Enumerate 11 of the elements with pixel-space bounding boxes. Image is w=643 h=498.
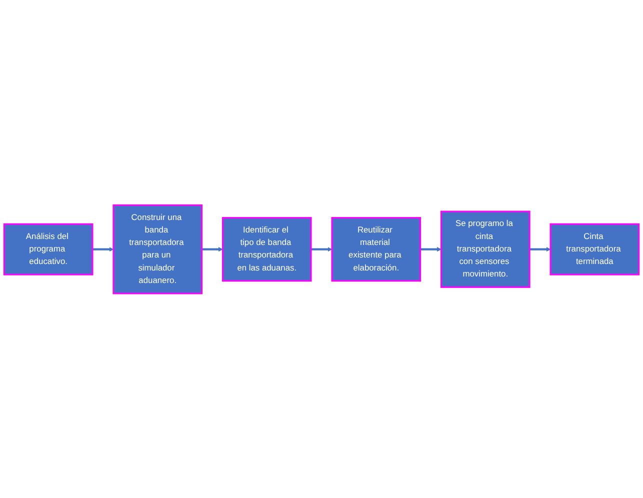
arrow — [311, 246, 332, 252]
node-box: Reutilizar material existente para elaboración. — [331, 216, 422, 282]
node-box: Cinta transportadora terminada — [550, 223, 640, 275]
arrow — [202, 246, 223, 252]
arrow — [92, 246, 114, 252]
node-box: Se programo la cinta transportadora con sensores movimiento. — [440, 210, 530, 288]
node-box: Identificar el tipo de banda transportadora en las aduanas. — [222, 216, 312, 282]
node-box: Construir una banda transportadora para un simulador aduanero. — [112, 204, 203, 294]
arrow — [420, 246, 442, 252]
arrow — [530, 246, 551, 252]
node-box: Análisis del programa educativo. — [3, 223, 94, 275]
